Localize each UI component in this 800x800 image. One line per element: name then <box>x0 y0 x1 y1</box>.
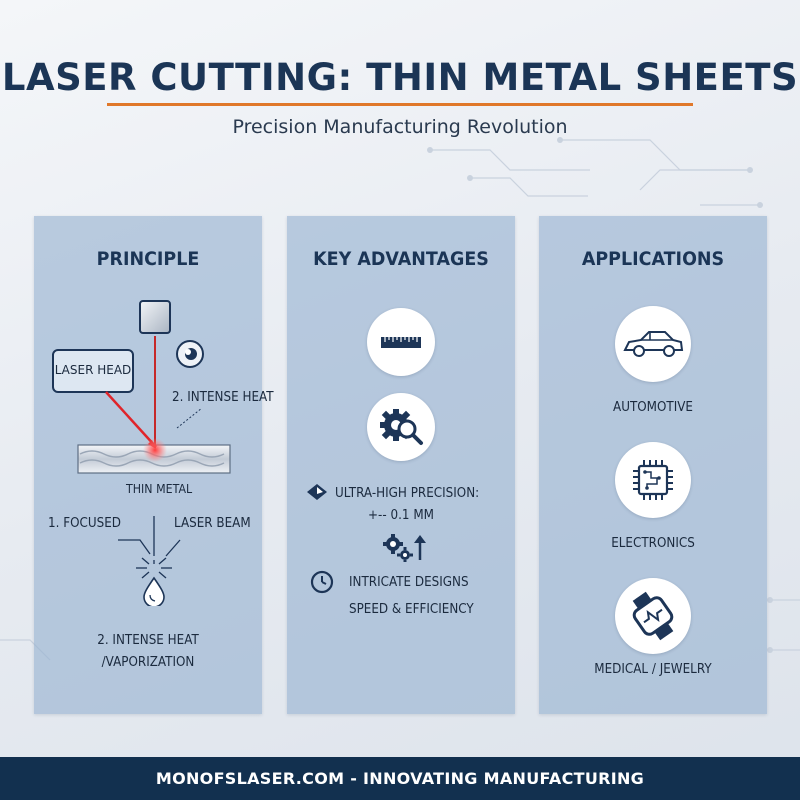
gears-up-arrow-icon <box>383 534 426 562</box>
applications-title: APPLICATIONS <box>581 248 725 270</box>
chip-icon <box>633 460 673 500</box>
precision-line-1: ULTRA-HIGH PRECISION: <box>335 486 480 501</box>
advantages-panel: KEY ADVANTAGES <box>287 216 515 714</box>
heat-label: 2. INTENSE HEAT <box>172 390 274 405</box>
cut-point-glow <box>143 438 167 462</box>
diamond-icon <box>307 484 327 500</box>
clock-icon <box>310 570 334 594</box>
laser-head-icon <box>139 300 171 334</box>
cutting-diagram <box>77 336 231 474</box>
vaporization-line-2: /VAPORIZATION <box>101 655 195 670</box>
application-label-medical-jewelry: MEDICAL / JEWELRY <box>594 662 712 677</box>
page-subtitle: Precision Manufacturing Revolution <box>232 116 568 138</box>
vaporization-line-1: 2. INTENSE HEAT <box>97 633 199 648</box>
laser-head-label: LASER HEAD <box>54 363 132 377</box>
application-label-electronics: ELECTRONICS <box>611 536 695 551</box>
laser-beam-diagonal <box>105 391 157 448</box>
car-icon <box>623 331 684 357</box>
principle-panel: PRINCIPLE LASER HEAD <box>34 216 274 714</box>
laser-head-label-box: LASER HEAD <box>52 349 134 393</box>
thin-metal-label: THIN METAL <box>126 482 193 496</box>
ruler-icon <box>381 337 421 348</box>
ruler-circle <box>367 308 435 376</box>
laser-beam-label: LASER BEAM <box>174 516 251 531</box>
gear-magnifier-circle <box>367 393 435 461</box>
lens-icon <box>176 340 204 368</box>
droplet-icon <box>143 576 165 606</box>
gear-magnifier-icon <box>380 409 423 445</box>
medical-jewelry-circle <box>615 578 691 654</box>
title-underline <box>107 103 693 106</box>
principle-title: PRINCIPLE <box>96 248 200 270</box>
focused-label: 1. FOCUSED <box>48 516 121 531</box>
automotive-circle <box>615 306 691 382</box>
footer-text: MONOFSLASER.COM - INNOVATING MANUFACTURI… <box>155 769 645 788</box>
application-label-automotive: AUTOMOTIVE <box>613 400 693 415</box>
advantages-title: KEY ADVANTAGES <box>313 248 489 270</box>
precision-line-2: +-- 0.1 MM <box>368 508 434 523</box>
intricate-designs-label: INTRICATE DESIGNS <box>349 575 469 590</box>
electronics-circle <box>615 442 691 518</box>
page-title: LASER CUTTING: THIN METAL SHEETS <box>1 56 799 99</box>
speed-efficiency-label: SPEED & EFFICIENCY <box>349 602 474 617</box>
footer-bar: MONOFSLASER.COM - INNOVATING MANUFACTURI… <box>0 757 800 800</box>
watch-icon <box>632 591 674 641</box>
spark-icon <box>118 516 181 606</box>
applications-panel: APPLICATIONS AUTOMOTIVE ELECTRONICS <box>539 216 767 714</box>
